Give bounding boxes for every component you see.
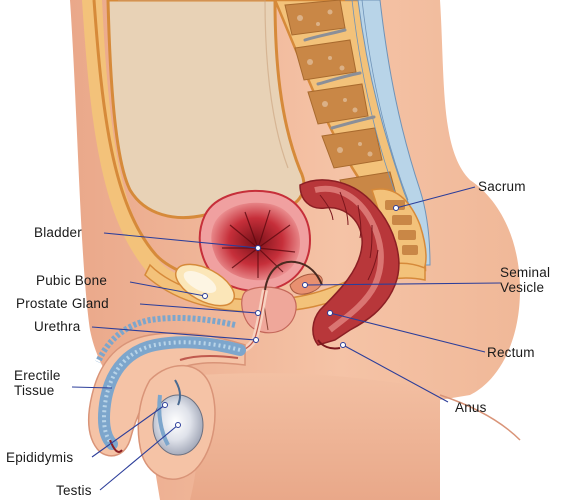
label-erectile-tissue-line1: Erectile [14,368,61,383]
label-pubic-bone: Pubic Bone [36,273,108,288]
label-anus: Anus [455,400,487,415]
label-epididymis: Epididymis [6,450,74,465]
leader-lines [71,186,501,491]
label-seminal-vesicle-line2: Vesicle [500,280,545,295]
prostate-organ [241,286,297,334]
bladder-organ [198,189,312,292]
label-rectum: Rectum [487,345,535,360]
label-seminal-vesicle: Seminal Vesicle [500,265,570,295]
pubic-bone-shape [175,263,235,307]
label-erectile-tissue-line2: Tissue [14,383,55,398]
label-urethra: Urethra [34,319,81,334]
label-testis: Testis [56,483,92,498]
abdominal-cavity [106,0,306,219]
label-erectile-tissue: Erectile Tissue [14,368,84,398]
leader-dots [162,205,399,428]
label-prostate-gland: Prostate Gland [16,296,109,311]
label-bladder: Bladder [34,225,82,240]
sacrum-bone [371,188,427,276]
rectum-organ [299,179,400,350]
label-sacrum: Sacrum [478,179,526,194]
label-seminal-vesicle-line1: Seminal [500,265,551,280]
penis [87,314,246,457]
